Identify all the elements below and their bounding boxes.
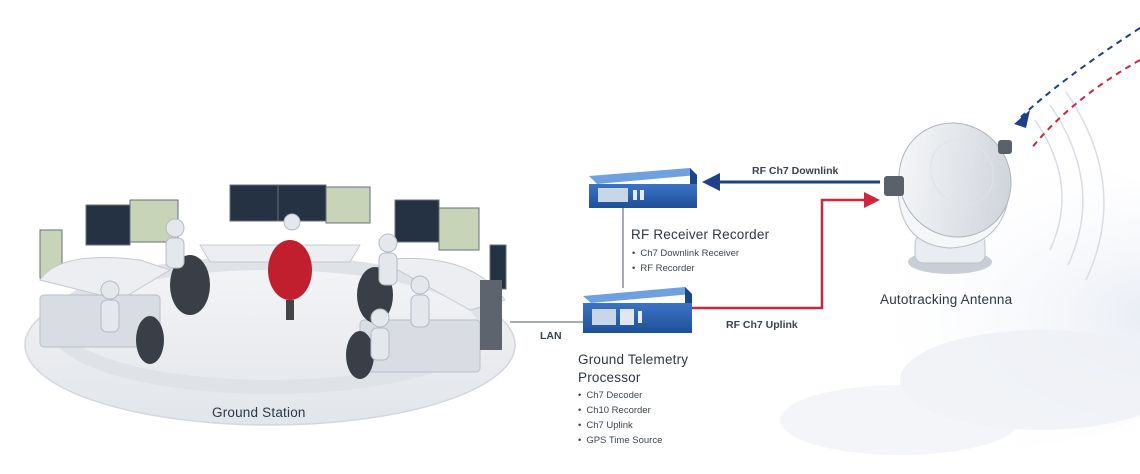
incoming-signal-arrowhead bbox=[1014, 110, 1030, 128]
feature-item: GPS Time Source bbox=[578, 433, 662, 448]
autotracking-antenna-illustration bbox=[884, 122, 1012, 274]
feature-item: Ch7 Decoder bbox=[578, 388, 662, 403]
downlink-arrowhead bbox=[702, 173, 720, 191]
monitor bbox=[277, 184, 327, 222]
ground-telemetry-processor-device bbox=[583, 287, 692, 333]
red-chair bbox=[268, 240, 312, 300]
lan-label: LAN bbox=[540, 330, 562, 342]
uplink-arrowhead bbox=[864, 192, 880, 208]
ground-telemetry-processor-title-line1: Ground Telemetry bbox=[578, 352, 689, 367]
feature-item: Ch7 Uplink bbox=[578, 418, 662, 433]
autotracking-antenna-label: Autotracking Antenna bbox=[880, 292, 1013, 307]
rf-receiver-recorder-device bbox=[589, 168, 697, 208]
signal-arcs bbox=[1034, 91, 1105, 281]
monitor bbox=[394, 199, 440, 243]
monitor bbox=[85, 204, 131, 246]
outgoing-uplink-signal bbox=[1029, 59, 1140, 151]
uplink-arrow-line bbox=[692, 198, 865, 310]
downlink-label: RF Ch7 Downlink bbox=[752, 165, 839, 177]
ground-telemetry-processor-title-line2: Processor bbox=[578, 370, 641, 385]
rf-receiver-recorder-title: RF Receiver Recorder bbox=[631, 227, 770, 242]
monitor bbox=[438, 207, 480, 251]
feature-item: RF Recorder bbox=[632, 261, 739, 276]
uplink-label: RF Ch7 Uplink bbox=[726, 319, 798, 331]
ground-telemetry-processor-features: Ch7 Decoder Ch10 Recorder Ch7 Uplink GPS… bbox=[578, 388, 662, 448]
cloud bbox=[780, 385, 1020, 455]
incoming-downlink-signal bbox=[1019, 27, 1140, 119]
feature-item: Ch7 Downlink Receiver bbox=[632, 246, 739, 261]
feature-item: Ch10 Recorder bbox=[578, 403, 662, 418]
monitor bbox=[229, 184, 279, 222]
ground-station-illustration bbox=[24, 184, 516, 426]
monitor bbox=[325, 186, 371, 224]
ground-station-label: Ground Station bbox=[212, 405, 306, 420]
rf-receiver-recorder-features: Ch7 Downlink Receiver RF Recorder bbox=[632, 246, 739, 276]
